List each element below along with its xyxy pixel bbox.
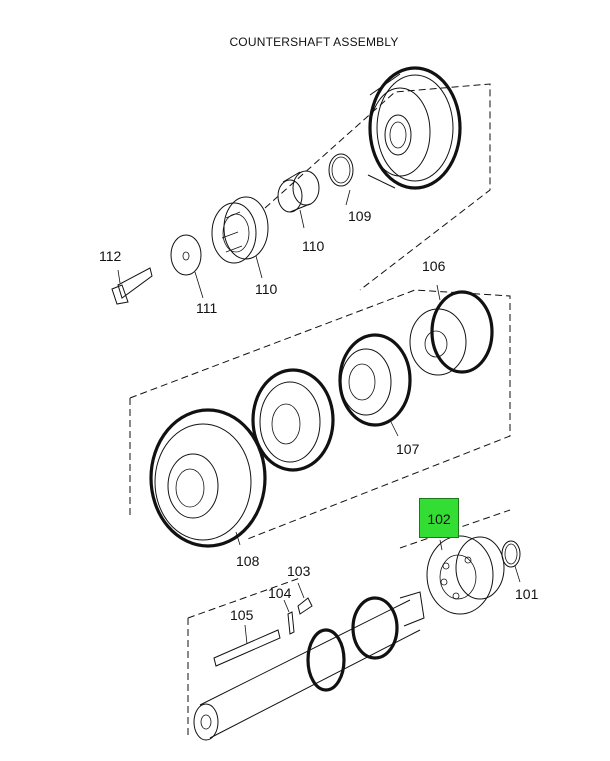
gear-middle <box>251 368 335 472</box>
callout-110-spacer[interactable]: 110 <box>302 238 325 254</box>
snap-ring-109 <box>328 153 354 206</box>
snap-ring-101 <box>501 540 521 583</box>
key-105 <box>213 624 281 667</box>
callout-104[interactable]: 104 <box>268 585 292 601</box>
pin-104 <box>283 599 295 635</box>
middle-dashed-outline <box>129 289 511 541</box>
key-103 <box>297 582 313 615</box>
gear-108 <box>149 408 267 548</box>
countershaft-drive-gear <box>367 66 462 190</box>
washer-111 <box>170 234 204 299</box>
callout-111[interactable]: 111 <box>196 300 218 316</box>
bearing-102 <box>426 535 505 615</box>
gear-106 <box>409 284 494 376</box>
callout-105[interactable]: 105 <box>230 607 254 623</box>
callout-106[interactable]: 106 <box>422 258 446 274</box>
callout-107[interactable]: 107 <box>396 441 420 457</box>
callout-110-bearing[interactable]: 110 <box>255 281 278 297</box>
bearing-110 <box>211 196 269 279</box>
callout-109[interactable]: 109 <box>348 208 372 224</box>
callout-108[interactable]: 108 <box>236 553 260 569</box>
diagram-title: COUNTERSHAFT ASSEMBLY <box>229 35 399 49</box>
callout-103[interactable]: 103 <box>287 563 311 579</box>
bolt-112 <box>111 267 153 305</box>
callout-102-highlighted[interactable]: 102 <box>419 498 459 538</box>
callout-112[interactable]: 112 <box>99 248 122 264</box>
countershaft <box>193 591 425 741</box>
spacer-110 <box>277 170 320 229</box>
callout-101[interactable]: 101 <box>515 586 539 602</box>
gear-107 <box>338 333 412 437</box>
upper-dashed-outline <box>264 83 491 291</box>
